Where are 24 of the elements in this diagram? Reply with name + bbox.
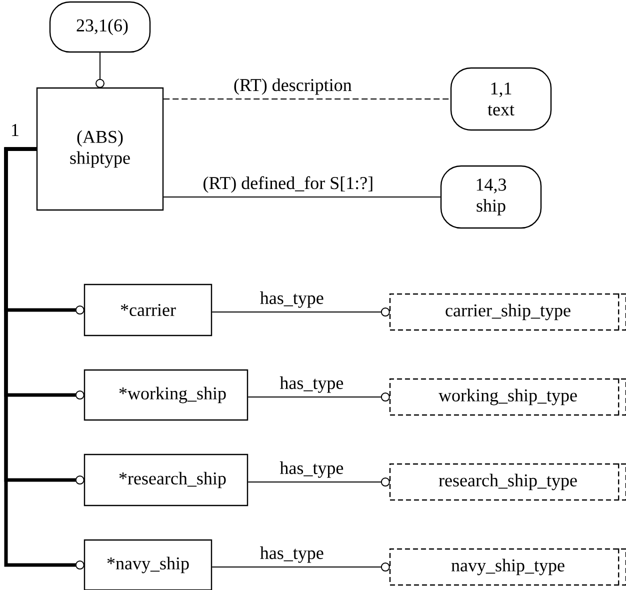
entity-box: *carrier xyxy=(84,284,212,336)
relationship-line xyxy=(96,52,104,88)
type-box: navy_ship_type xyxy=(389,548,626,586)
relationship-line xyxy=(212,308,390,316)
subtype-line xyxy=(4,147,84,570)
edge-label: has_type xyxy=(280,461,344,478)
edge-label: (RT) description xyxy=(234,78,352,95)
type-box: research_ship_type xyxy=(389,463,626,501)
edge-label: (RT) defined_for S[1:?] xyxy=(204,176,372,193)
relationship-line xyxy=(212,562,390,572)
entity-box: *working_ship xyxy=(84,369,248,421)
entity-box: (ABS) shiptype xyxy=(36,87,164,211)
entity-box: *research_ship xyxy=(84,454,248,506)
type-box: carrier_ship_type xyxy=(389,293,626,331)
type-box: working_ship_type xyxy=(389,378,626,416)
relationship-line xyxy=(248,478,390,486)
edge-label: has_type xyxy=(260,546,324,563)
relationship-line xyxy=(248,392,390,402)
entity-box: *navy_ship xyxy=(84,539,212,590)
relationship-line xyxy=(163,98,451,100)
relationship-line xyxy=(163,196,441,198)
edge-label: has_type xyxy=(260,291,324,308)
edge-label: has_type xyxy=(280,376,344,393)
cardinality-label: 1 xyxy=(12,124,18,136)
